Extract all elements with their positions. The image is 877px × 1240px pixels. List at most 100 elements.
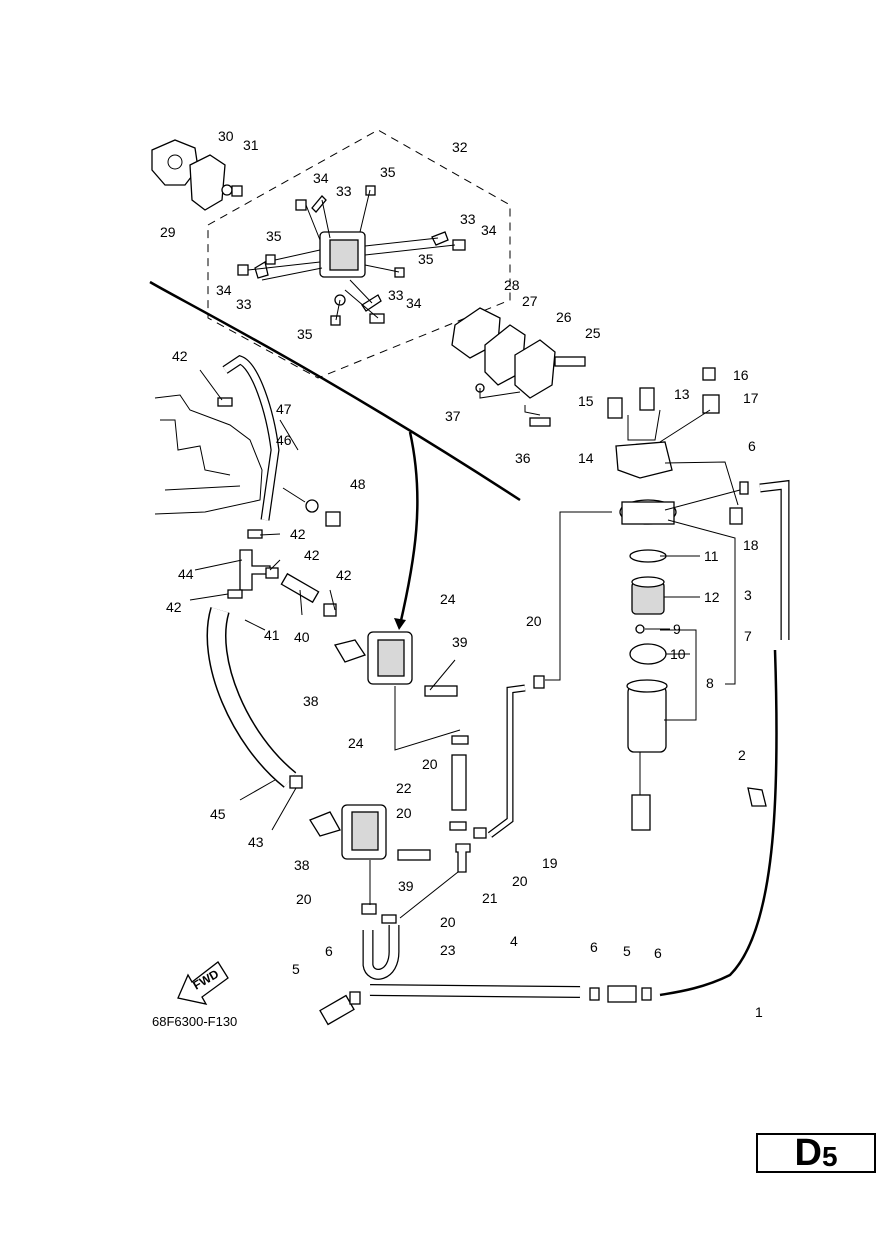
cap-10: [629, 643, 667, 665]
bowl-top: [626, 679, 668, 693]
leaders-bracket: [627, 409, 739, 506]
label-42c: 42: [304, 547, 320, 563]
label-38a: 38: [303, 693, 319, 709]
nut-35a: [365, 185, 376, 196]
label-21: 21: [482, 890, 498, 906]
label-34b: 34: [481, 222, 497, 238]
hose-3: [759, 479, 790, 640]
tube-22: [451, 754, 467, 811]
label-47: 48: [350, 476, 366, 492]
label-33b: 33: [460, 211, 476, 227]
connector-5-left: [319, 994, 355, 1026]
label-39a: 39: [452, 634, 468, 650]
label-6d: 6: [748, 438, 756, 454]
nut-35b: [265, 254, 276, 265]
bolt-39-upper: [424, 685, 458, 697]
label-5b: 5: [623, 943, 631, 959]
clip-6-b: [641, 987, 652, 1001]
label-3: 3: [744, 587, 752, 603]
label-34a: 34: [313, 170, 329, 186]
bolt-18: [729, 507, 743, 525]
flow-arrow-head: [394, 618, 406, 630]
fuel-pump-lower-side: [351, 811, 379, 851]
pin-36: [529, 417, 551, 427]
grommet-17: [702, 394, 720, 414]
clamp-20-b: [449, 821, 467, 831]
pump-body-inner: [329, 239, 359, 271]
label-35c: 35: [418, 251, 434, 267]
label-20e: 20: [296, 891, 312, 907]
fwd-arrow-icon: [177, 961, 229, 1005]
hose-19-inner: [488, 685, 526, 837]
clip-9: [635, 624, 645, 634]
cover-26: [514, 339, 556, 399]
screw-31: [231, 185, 243, 197]
label-12: 12: [704, 589, 720, 605]
clamp-20-a: [451, 735, 469, 745]
gasket-38-upper: [333, 639, 367, 663]
bolt-39-lower: [397, 849, 431, 861]
bolt-47: [325, 511, 341, 527]
label-29: 29: [160, 224, 176, 240]
part-labels: 1 2 3 4 5 5 6 6 6 6 7 8 9 10 11 12 13 14…: [160, 128, 763, 1020]
label-33c: 33: [236, 296, 252, 312]
clamp-20-c: [473, 827, 487, 839]
clamp-42-f: [289, 775, 303, 789]
label-1: 1: [755, 1004, 763, 1020]
bolt-15: [607, 397, 623, 419]
label-37: 37: [445, 408, 461, 424]
leaders-lower-pump: [369, 860, 459, 919]
flow-arrow: [398, 431, 419, 626]
label-35d: 35: [297, 326, 313, 342]
clip-6-a: [589, 987, 600, 1001]
label-20f: 20: [440, 914, 456, 930]
clamp-42-d: [227, 589, 243, 599]
label-23: 23: [440, 942, 456, 958]
washer-30: [221, 184, 233, 196]
drawing-code: 68F6300-F130: [152, 1014, 237, 1029]
clip-6-c: [349, 991, 361, 1005]
screw-34b: [237, 264, 249, 276]
label-40: 40: [294, 629, 310, 645]
fuel-pump-upper-side: [377, 639, 405, 677]
label-42b: 42: [290, 526, 306, 542]
clamp-20-d: [361, 903, 377, 915]
label-8: 8: [706, 675, 714, 691]
label-42f: 43: [248, 834, 264, 850]
clamp-42-c: [265, 567, 279, 579]
hose-19: [487, 684, 526, 838]
screw-25: [554, 356, 586, 367]
clamp-42-a: [217, 397, 233, 407]
clamp-20-e: [381, 914, 397, 924]
label-5a: 5: [292, 961, 300, 977]
label-20b: 20: [422, 756, 438, 772]
label-44: 45: [210, 806, 226, 822]
filter-bowl-8: [627, 685, 667, 753]
washer-48: [305, 499, 319, 513]
leaders-26-37: [479, 388, 541, 416]
label-20d: 20: [512, 873, 528, 889]
leaders-left-group: [189, 369, 336, 831]
hose-23-inner: [363, 925, 399, 979]
bracket-14: [615, 441, 673, 479]
label-42a: 42: [172, 348, 188, 364]
connector-5-right: [607, 985, 637, 1003]
label-30: 30: [218, 128, 234, 144]
label-24a: 24: [440, 591, 456, 607]
clip-6-upper: [739, 481, 749, 495]
hose-44-inner: [208, 607, 296, 787]
label-10: 10: [670, 646, 686, 662]
leaders-dashed-group: [247, 189, 456, 321]
label-24b: 24: [348, 735, 364, 751]
bolt-13: [639, 387, 655, 411]
label-35b: 35: [266, 228, 282, 244]
hose-4-inner: [369, 985, 581, 997]
screw-34d: [369, 313, 385, 324]
gasket-38-lower: [309, 811, 341, 837]
hose-1: [659, 649, 778, 997]
label-18: 18: [743, 537, 759, 553]
label-42e: 42: [166, 599, 182, 615]
label-25: 25: [585, 325, 601, 341]
label-2: 2: [738, 747, 746, 763]
label-13: 13: [674, 386, 690, 402]
